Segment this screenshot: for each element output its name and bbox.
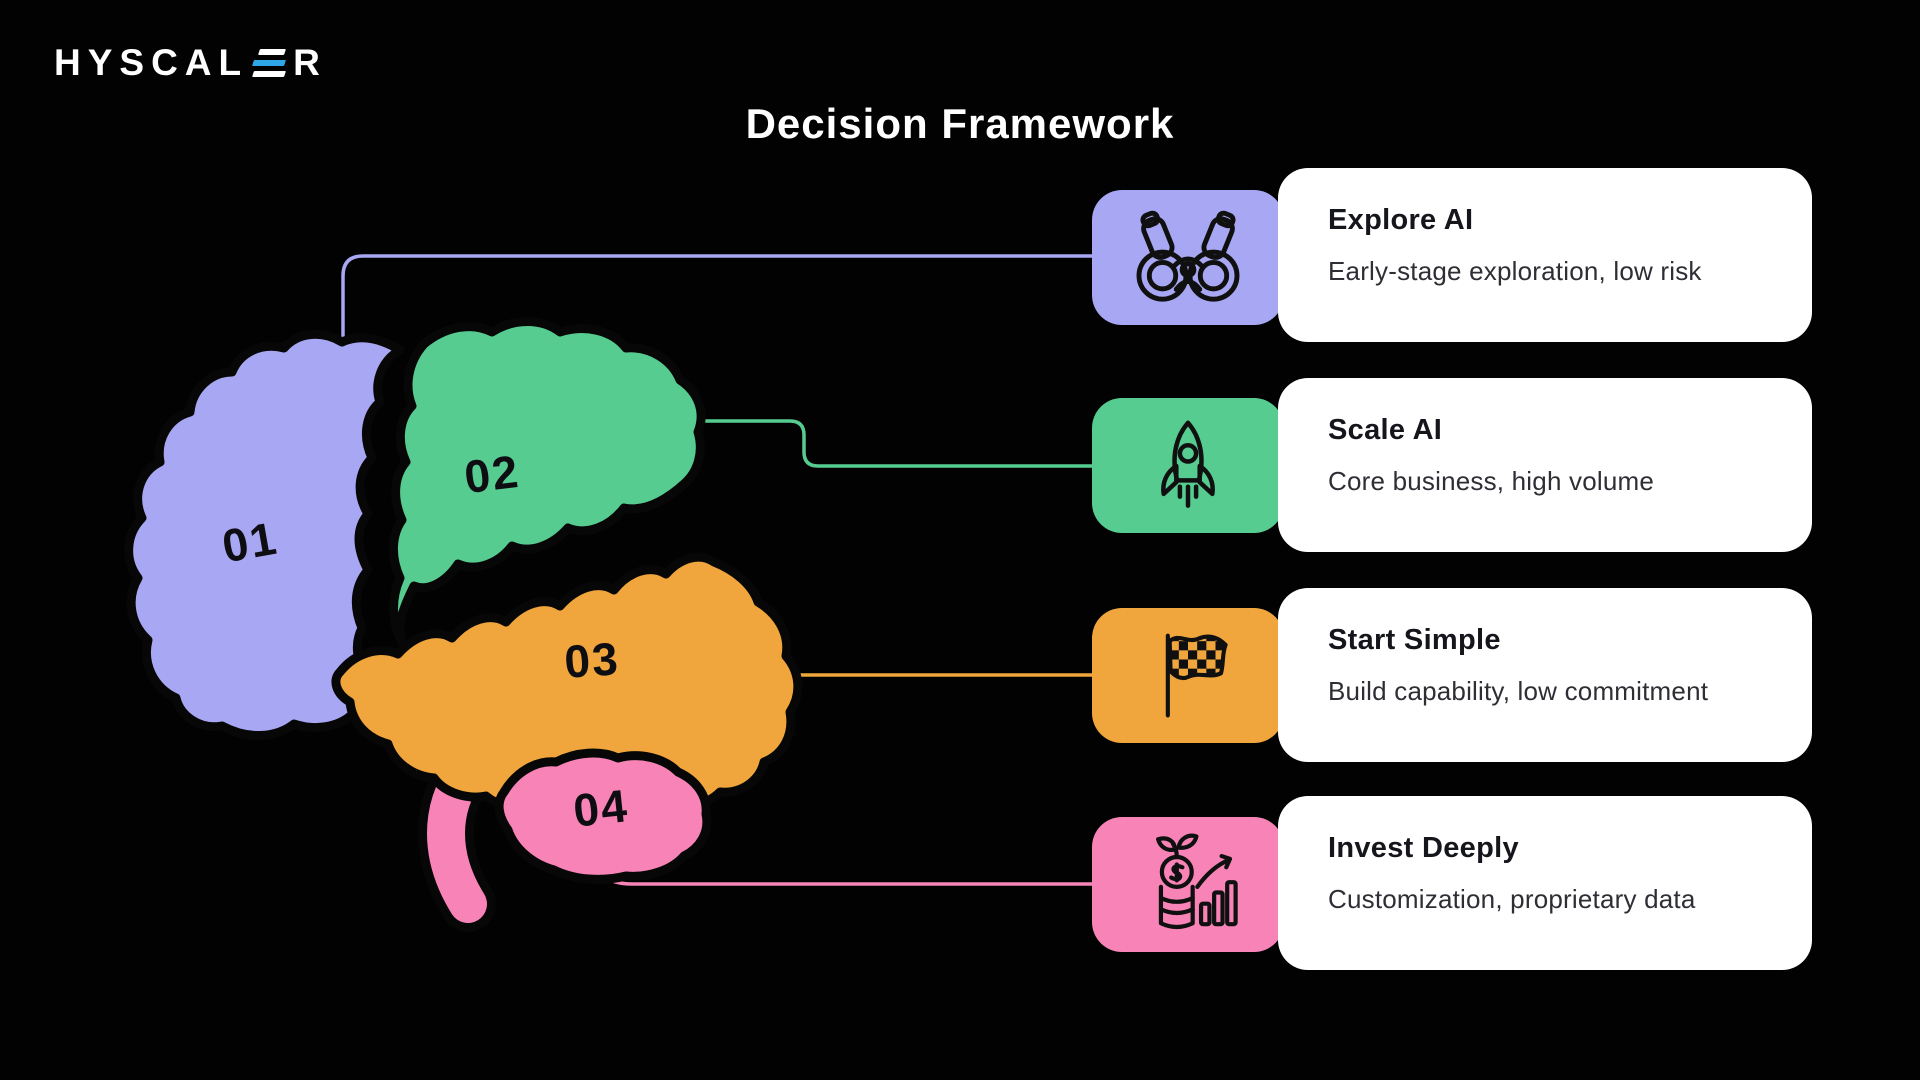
invest-deeply-card: Invest Deeply Customization, proprietary… <box>1278 796 1812 970</box>
card-title: Scale AI <box>1328 414 1443 446</box>
explore-ai-card: Explore AI Early-stage exploration, low … <box>1278 168 1812 342</box>
brain-section-02 <box>389 317 706 647</box>
brain-label-01: 01 <box>218 511 282 573</box>
logo-text-suffix: R <box>293 42 327 83</box>
checkered-flag-icon <box>1165 633 1228 717</box>
connector-line-scale <box>672 419 1094 468</box>
money-growth-icon <box>1156 833 1238 929</box>
card-subtitle: Customization, proprietary data <box>1328 884 1696 914</box>
card-title: Start Simple <box>1328 624 1501 656</box>
card-title: Invest Deeply <box>1328 832 1519 864</box>
connector-line-explore <box>341 254 1094 356</box>
card-subtitle: Early-stage exploration, low risk <box>1328 256 1702 286</box>
scale-ai-card: Scale AI Core business, high volume <box>1278 378 1812 552</box>
scale-ai-icon-tile <box>1092 398 1284 533</box>
card-title: Explore AI <box>1328 204 1474 236</box>
card-subtitle: Core business, high volume <box>1328 466 1655 496</box>
start-simple-card: Start Simple Build capability, low commi… <box>1278 588 1812 762</box>
card-subtitle: Build capability, low commitment <box>1328 676 1709 706</box>
rocket-icon <box>1161 420 1215 508</box>
brain-section-01 <box>124 329 405 741</box>
binoculars-icon <box>1136 210 1240 302</box>
brain-section-04 <box>494 748 712 884</box>
brain-label-03: 03 <box>562 632 622 688</box>
invest-deeply-icon-tile <box>1092 817 1284 952</box>
page-title: Decision Framework <box>745 100 1175 147</box>
logo-text-prefix: HYSCAL <box>54 42 249 83</box>
brain-label-02: 02 <box>461 444 523 504</box>
brain-section-03 <box>331 552 803 816</box>
hyscaler-logo: HYSCAL R <box>54 44 327 81</box>
start-simple-icon-tile <box>1092 608 1284 743</box>
brain-label-04: 04 <box>570 779 632 837</box>
explore-ai-icon-tile <box>1092 190 1284 325</box>
